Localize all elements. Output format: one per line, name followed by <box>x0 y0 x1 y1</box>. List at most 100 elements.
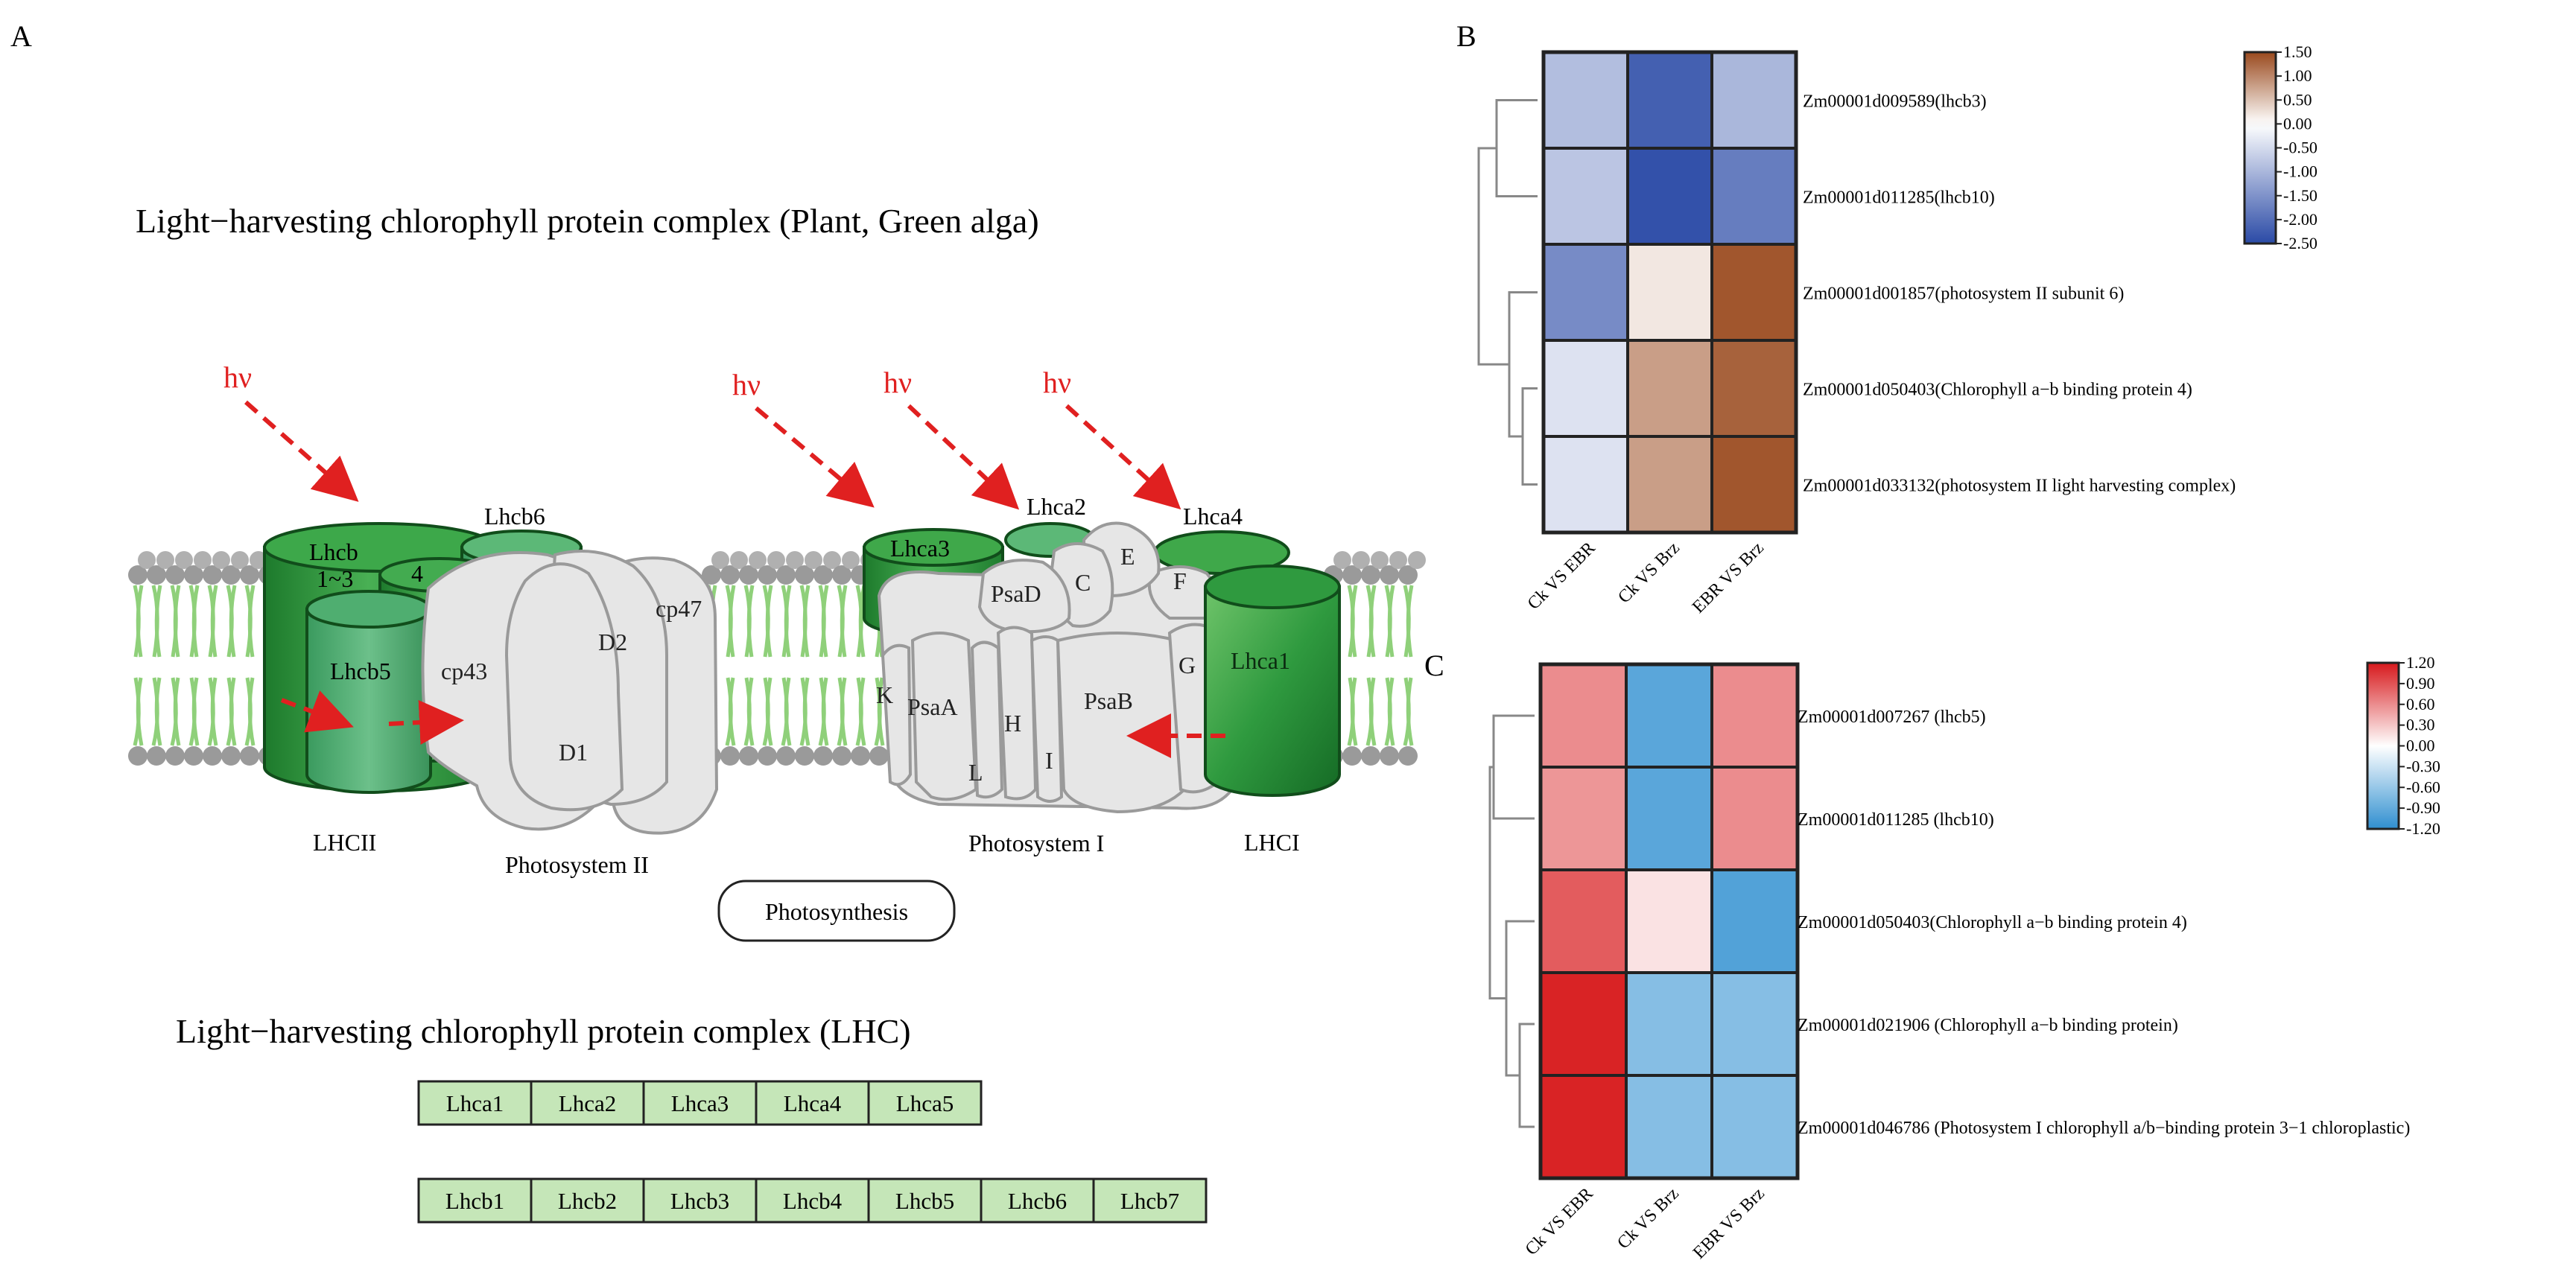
panel-a-label: A <box>10 19 32 53</box>
heatmap-cell <box>1710 339 1798 438</box>
heatmap-row-label: Zm00001d033132(photosystem II light harv… <box>1803 477 2236 496</box>
heatmap-cell <box>1625 663 1713 769</box>
dendrogram-branch <box>1495 99 1538 197</box>
heatmap-cell <box>1626 435 1713 534</box>
thylakoid-membrane <box>128 551 1426 766</box>
lhcb-cell <box>980 1177 1095 1224</box>
lipid-tail <box>840 585 848 658</box>
c-label: C <box>1424 649 1444 682</box>
heatmap-cell <box>1542 339 1629 438</box>
lipid-tail <box>858 677 866 746</box>
dendrogram-branch <box>1488 766 1506 999</box>
lipid-head <box>758 746 777 766</box>
heatmap-row-label: Zm00001d046786 (Photosystem I chlorophyl… <box>1798 1119 2410 1138</box>
row-dendrogram <box>1477 99 1538 486</box>
heatmap-cell <box>1710 243 1798 342</box>
lipid-tail <box>210 677 218 746</box>
psah-label: H <box>1004 710 1021 737</box>
psii-label: Photosystem II <box>505 851 649 878</box>
lipid-head <box>823 551 841 569</box>
colorbar-tick-label: 0.30 <box>2406 716 2435 734</box>
lipid-head <box>1352 551 1370 569</box>
dendrogram-branch <box>1477 147 1509 366</box>
lipid-head <box>776 565 796 585</box>
colorbar <box>2243 51 2277 245</box>
psah-subunit <box>996 626 1038 801</box>
colorbar-tick-label: 0.50 <box>2283 90 2312 109</box>
psad-subunit <box>977 559 1071 634</box>
lhca3-label: Lhca3 <box>890 535 950 562</box>
lipid-tail <box>877 677 885 746</box>
heatmap-cell <box>1539 1074 1628 1180</box>
lhca-cell-label: Lhca3 <box>671 1090 729 1116</box>
lipid-tail <box>191 585 200 658</box>
lipid-tail <box>1350 585 1358 658</box>
lipid-tail <box>784 677 792 746</box>
heatmap-cell <box>1710 435 1798 534</box>
lhca2-label: Lhca2 <box>1027 493 1086 520</box>
row-dendrogram <box>1488 714 1535 1128</box>
lhcb-cell-label: Lhcb6 <box>1008 1188 1067 1214</box>
photosynthesis-button-frame[interactable] <box>717 880 956 942</box>
lipid-head <box>203 565 222 585</box>
lipid-head <box>147 565 166 585</box>
lhcb6-label: Lhcb6 <box>484 503 545 530</box>
colorbar-tick-label: -0.50 <box>2283 139 2318 157</box>
heatmap-bottom: Zm00001d007267 (lhcb5)Zm00001d011285 (lh… <box>1488 653 2440 1263</box>
photosystem-ii: cp43 cp47 D2 D1 <box>421 550 719 835</box>
lipid-tail <box>765 677 773 746</box>
colorbar-tick-label: -2.50 <box>2283 234 2318 252</box>
lhcb-cell <box>417 1177 533 1224</box>
lhca-cell <box>530 1080 645 1126</box>
lipid-head <box>1408 551 1426 569</box>
heatmap-column-label: Ck VS EBR <box>1522 1184 1597 1259</box>
lipid-head <box>147 746 166 766</box>
lipid-head <box>1380 565 1399 585</box>
heatmap-row-label: Zm00001d011285 (lhcb10) <box>1798 810 1994 830</box>
heatmap-cell <box>1626 147 1713 246</box>
lipid-tail <box>136 677 144 746</box>
lhca3-cylinder-top <box>863 528 1004 567</box>
heatmap-cell <box>1542 243 1629 342</box>
lipid-head <box>711 551 729 569</box>
psak-subunit <box>881 643 913 786</box>
lipid-tail <box>1406 585 1414 658</box>
lipid-tail <box>840 677 848 746</box>
dendrogram-branch <box>1521 387 1538 486</box>
lipid-tail <box>802 585 810 658</box>
hv-label-2: hν <box>732 368 761 401</box>
heatmap-cell <box>1626 243 1713 342</box>
lipid-tail <box>154 585 162 658</box>
photosynthesis-button-label[interactable]: Photosynthesis <box>765 898 908 925</box>
lipid-head <box>1398 565 1418 585</box>
psaf-label: F <box>1173 567 1187 594</box>
heatmap-cell <box>1625 971 1713 1077</box>
d1-subunit <box>504 562 624 812</box>
heatmap-cell <box>1539 868 1628 974</box>
lhcb-cell-label: Lhcb3 <box>670 1188 729 1214</box>
lhcb-cell-label: Lhcb7 <box>1120 1188 1179 1214</box>
lhca-cell-label: Lhca5 <box>896 1090 954 1116</box>
psab-subunit <box>1056 632 1187 814</box>
lipid-tail <box>728 585 736 658</box>
cp43-label: cp43 <box>441 658 487 684</box>
lipid-head <box>720 565 740 585</box>
light-arrow-1 <box>244 400 359 502</box>
transfer-arrow-1 <box>280 690 354 733</box>
lipid-head <box>1398 746 1418 766</box>
heatmap-cell <box>1539 766 1628 871</box>
lipid-tail <box>247 677 256 746</box>
lipid-head <box>739 565 758 585</box>
lipid-head <box>758 565 777 585</box>
lipid-head <box>1380 746 1399 766</box>
lipid-tail <box>229 677 237 746</box>
photosynthesis-button[interactable]: Photosynthesis <box>717 880 956 942</box>
psal-subunit <box>970 640 1004 799</box>
panel-b-label: B <box>1456 19 1476 53</box>
psab-label: PsaB <box>1084 687 1133 714</box>
psaa-label: PsaA <box>907 693 958 720</box>
lipid-head <box>240 565 259 585</box>
lhca-cell-label: Lhca4 <box>784 1090 842 1116</box>
